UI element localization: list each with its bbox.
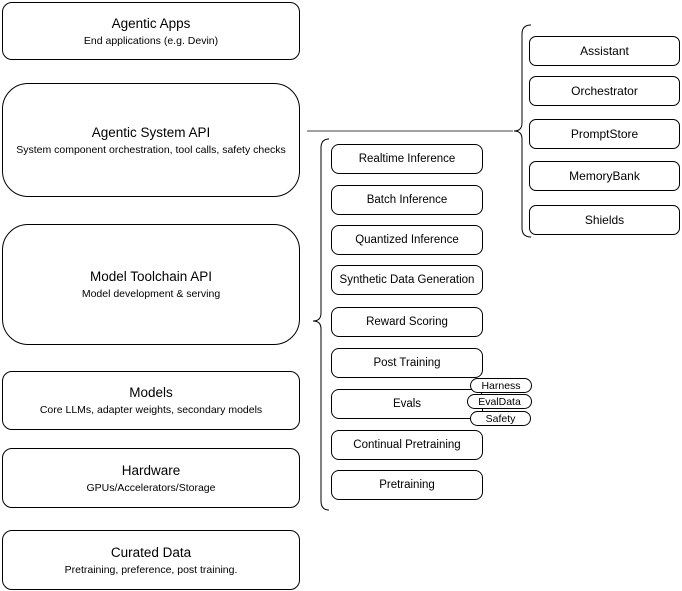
node-title: Agentic Apps: [111, 15, 191, 31]
node-batch-inference: Batch Inference: [331, 185, 483, 215]
tag-evaldata: EvalData: [467, 394, 532, 409]
node-evals: Evals: [331, 389, 483, 419]
node-models: Models Core LLMs, adapter weights, secon…: [2, 371, 300, 430]
node-model-toolchain-api: Model Toolchain API Model development & …: [2, 224, 300, 345]
node-orchestrator: Orchestrator: [529, 76, 680, 106]
node-title: Hardware: [121, 462, 181, 478]
node-hardware: Hardware GPUs/Accelerators/Storage: [2, 448, 300, 508]
node-agentic-system-api: Agentic System API System component orch…: [2, 83, 300, 197]
node-memorybank: MemoryBank: [529, 161, 680, 191]
node-curated-data: Curated Data Pretraining, preference, po…: [2, 530, 300, 590]
middle-column-brace: [312, 138, 330, 511]
node-subtitle: System component orchestration, tool cal…: [16, 143, 286, 156]
node-title: Agentic System API: [91, 124, 211, 140]
node-post-training: Post Training: [331, 348, 483, 378]
node-title: Model Toolchain API: [89, 269, 213, 284]
node-title: Models: [129, 385, 173, 400]
node-subtitle: End applications (e.g. Devin): [83, 34, 219, 47]
node-assistant: Assistant: [529, 36, 680, 66]
node-agentic-apps: Agentic Apps End applications (e.g. Devi…: [2, 2, 300, 60]
node-shields: Shields: [529, 205, 680, 235]
node-synthetic-data-generation: Synthetic Data Generation: [331, 265, 483, 295]
node-quantized-inference: Quantized Inference: [331, 225, 483, 255]
tag-harness: Harness: [470, 378, 532, 393]
node-pretraining: Pretraining: [331, 470, 483, 500]
node-subtitle: Model development & serving: [81, 288, 221, 300]
tag-safety: Safety: [470, 411, 531, 426]
node-subtitle: Pretraining, preference, post training.: [64, 563, 238, 576]
node-title: Curated Data: [110, 544, 192, 560]
node-continual-pretraining: Continual Pretraining: [331, 430, 483, 460]
node-subtitle: GPUs/Accelerators/Storage: [86, 481, 216, 494]
node-reward-scoring: Reward Scoring: [331, 307, 483, 337]
node-subtitle: Core LLMs, adapter weights, secondary mo…: [39, 404, 263, 416]
node-realtime-inference: Realtime Inference: [331, 144, 483, 174]
node-promptstore: PromptStore: [529, 119, 680, 149]
